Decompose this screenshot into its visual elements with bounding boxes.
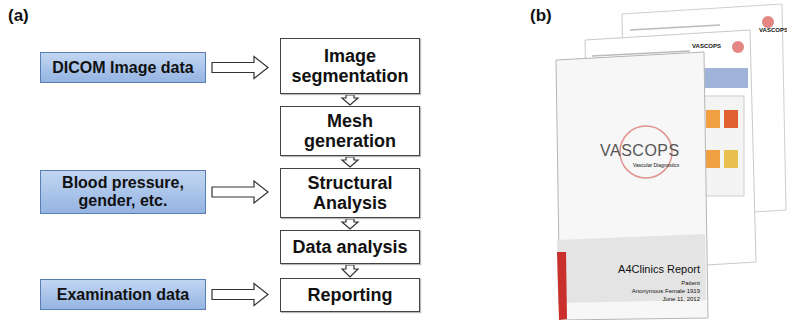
panel-label: (a) xyxy=(8,6,29,26)
report-field: Anonymous Female 1919 xyxy=(632,288,700,294)
process-box: Data analysis xyxy=(280,230,420,264)
box-text: Examination data xyxy=(57,286,189,304)
box-text: Image segmentation xyxy=(287,46,413,86)
input-box: Blood pressure, gender, etc. xyxy=(40,170,206,214)
input-box: DICOM Image data xyxy=(40,52,206,83)
panel-label: (b) xyxy=(530,6,552,26)
block-arrow xyxy=(342,157,358,167)
block-arrow xyxy=(212,284,268,306)
input-box: Examination data xyxy=(40,279,206,310)
logo-text: VASCOPS xyxy=(692,43,721,49)
report-title: A4Clinics Report xyxy=(618,263,700,275)
report-field: Patient xyxy=(681,280,700,286)
logo-subtext: Vascular Diagnostics xyxy=(633,162,679,168)
block-arrow xyxy=(342,265,358,277)
box-text: Structural Analysis xyxy=(287,173,413,213)
logo-text: VASCOPS xyxy=(600,142,680,160)
report-cover xyxy=(556,52,708,320)
box-text: DICOM Image data xyxy=(52,59,193,77)
box-text: Data analysis xyxy=(292,237,407,257)
logo-text: VASCOPS xyxy=(759,27,787,33)
box-text: Blood pressure, gender, etc. xyxy=(47,174,199,210)
block-arrow xyxy=(342,219,358,229)
block-arrow xyxy=(212,181,268,203)
process-box: Mesh generation xyxy=(280,106,420,156)
block-arrow xyxy=(342,95,358,105)
box-text: Reporting xyxy=(308,285,393,305)
report-field: June 11, 2012 xyxy=(662,296,700,302)
process-box: Structural Analysis xyxy=(280,168,420,218)
process-box: Image segmentation xyxy=(280,38,420,94)
block-arrow xyxy=(212,57,268,79)
box-text: Mesh generation xyxy=(287,111,413,151)
process-box: Reporting xyxy=(280,278,420,312)
